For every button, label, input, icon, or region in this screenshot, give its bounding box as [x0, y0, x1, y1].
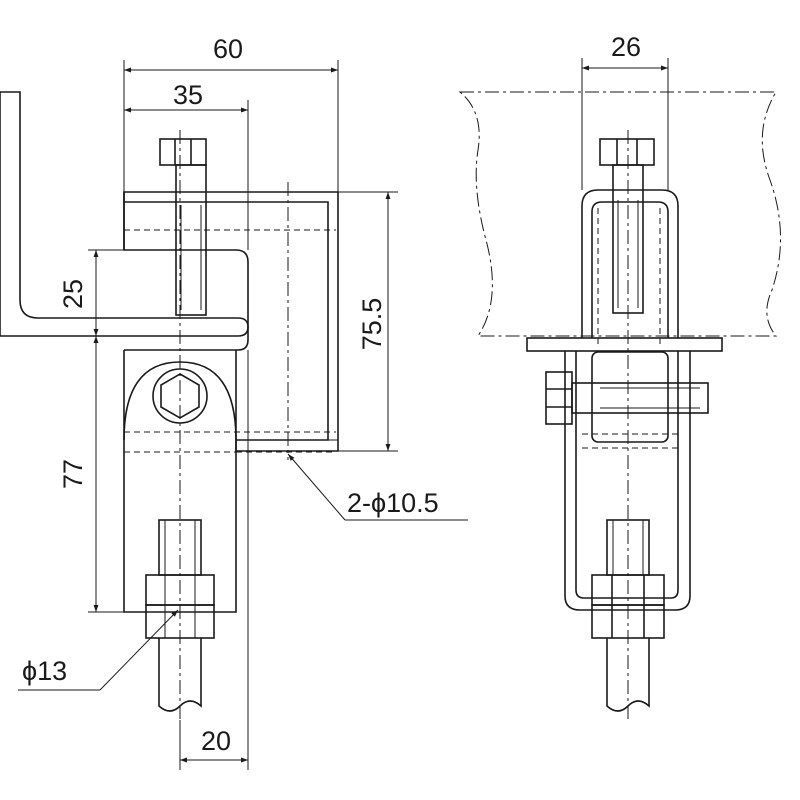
pivot-bolt-front: [545, 371, 709, 425]
flange-plate: [526, 337, 723, 352]
dim-25-label: 25: [58, 279, 88, 309]
dim-26: 26: [581, 32, 669, 190]
rod-dia-label: ϕ13: [22, 656, 67, 686]
front-view: 26: [458, 32, 782, 720]
steel-angle: [0, 91, 249, 337]
set-bolt: [159, 138, 207, 316]
clamp-body: [123, 191, 339, 452]
hole-callout-label: 2-ϕ10.5: [347, 488, 439, 518]
dim-26-label: 26: [611, 32, 641, 62]
dim-20-label: 20: [201, 726, 231, 756]
beam-flange: [458, 91, 782, 337]
dim-60-label: 60: [213, 34, 243, 64]
dim-75-5-label: 75.5: [357, 298, 387, 351]
clamp-u-body: [581, 189, 679, 338]
rod-dia-callout: ϕ13: [18, 609, 179, 691]
hole-callout: 2-ϕ10.5: [287, 453, 468, 521]
dim-60: 60: [123, 34, 339, 192]
dim-35: 35: [124, 80, 249, 250]
dim-77: 77: [58, 336, 124, 613]
set-bolt-front: [599, 138, 655, 314]
dim-35-label: 35: [173, 80, 203, 110]
dim-75-5: 75.5: [338, 191, 398, 452]
side-view: 60 35 25 77 75.5: [0, 34, 468, 770]
dim-77-label: 77: [58, 459, 88, 489]
dim-25: 25: [58, 249, 124, 337]
dim-20: 20: [179, 350, 249, 770]
